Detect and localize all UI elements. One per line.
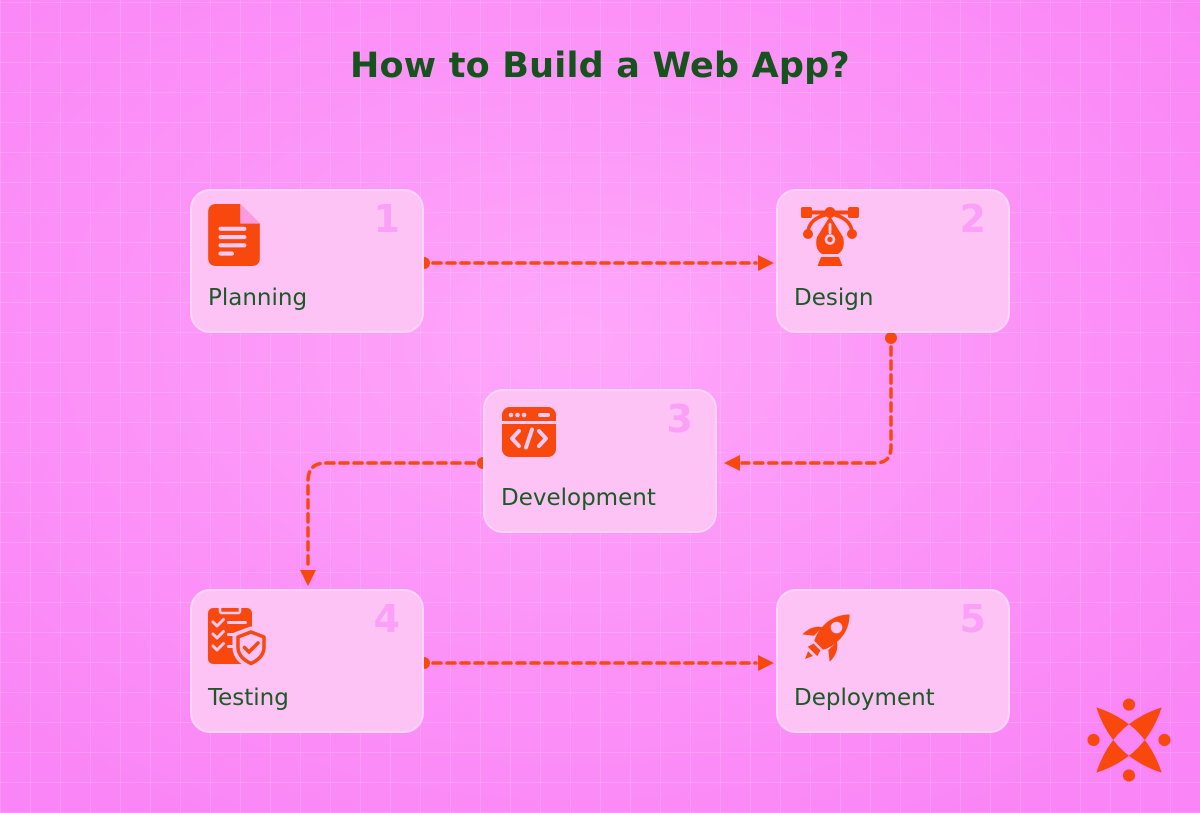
step-number: 3 — [666, 397, 693, 441]
step-card-testing: 4 Testing — [190, 589, 424, 733]
rocket-icon — [798, 606, 860, 668]
step-number: 2 — [959, 197, 986, 241]
pen-tool-icon — [800, 204, 860, 267]
step-number: 5 — [959, 597, 986, 641]
checklist-shield-icon — [208, 603, 270, 669]
page-title: How to Build a Web App? — [350, 46, 850, 86]
document-icon — [208, 204, 260, 266]
step-card-deployment: 5 Deployment — [776, 589, 1010, 733]
arrow-testing-to-deployment — [418, 655, 774, 671]
step-card-planning: 1 Planning — [190, 189, 424, 333]
arrow-development-to-testing — [300, 457, 489, 586]
step-label: Development — [501, 485, 656, 511]
step-number: 1 — [373, 197, 400, 241]
step-card-design: 2 Design — [776, 189, 1010, 333]
arrow-design-to-development — [724, 332, 897, 471]
step-label: Deployment — [794, 685, 935, 711]
step-label: Testing — [208, 685, 289, 711]
step-number: 4 — [373, 597, 400, 641]
step-label: Design — [794, 285, 874, 311]
code-window-icon — [501, 407, 557, 457]
four-point-star-logo-icon — [1087, 698, 1171, 782]
step-label: Planning — [208, 285, 308, 311]
arrow-planning-to-design — [418, 255, 774, 271]
step-card-development: 3 Development — [483, 389, 717, 533]
